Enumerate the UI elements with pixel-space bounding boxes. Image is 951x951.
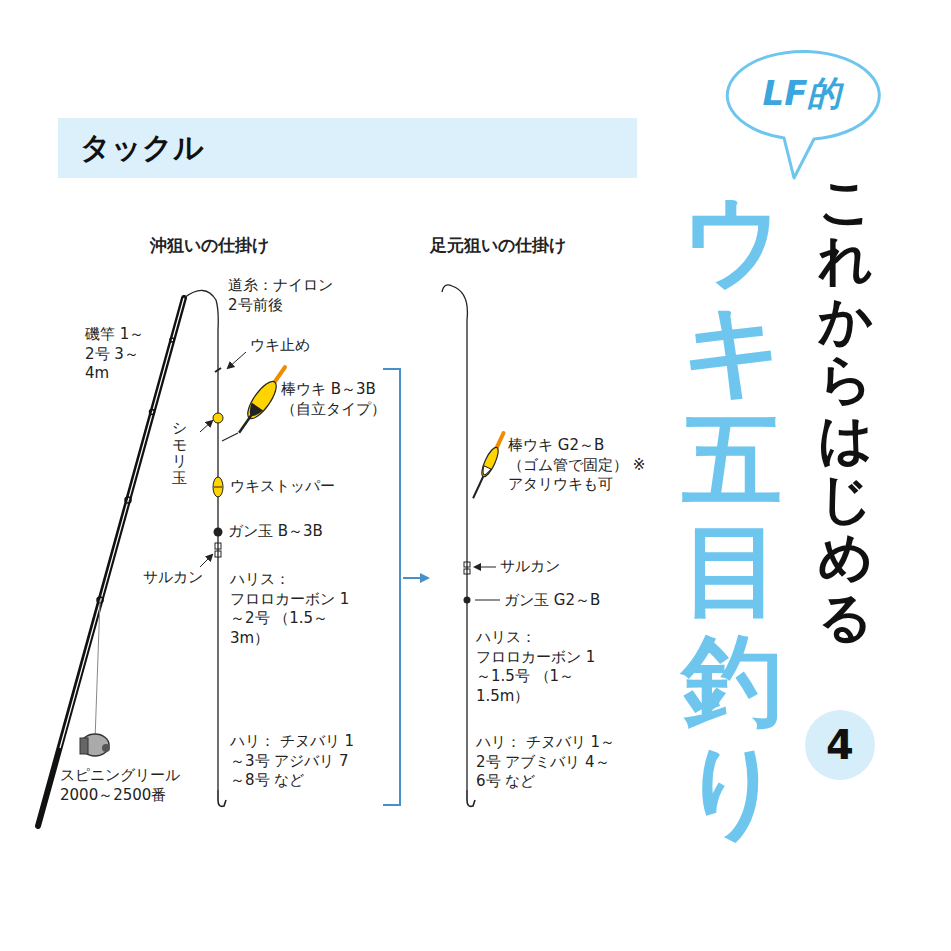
rod-label: 磯竿 1～2号 3～4m bbox=[85, 325, 147, 384]
speech-bubble: LF的 bbox=[724, 50, 880, 142]
sinker-label: ガン玉 B～3B bbox=[228, 522, 323, 542]
rig-heading: 沖狙いの仕掛け bbox=[150, 234, 269, 256]
line-label: 道糸：ナイロン 2号前後 bbox=[228, 276, 348, 315]
hook-label: ハリ： チヌバリ 1～2号 アブミバリ 4～6号 など bbox=[476, 733, 626, 792]
node-text: LF的 bbox=[763, 71, 842, 117]
bead-label: シモリ玉 bbox=[172, 420, 187, 486]
section-band-outline bbox=[58, 118, 637, 178]
reel-label: スピニングリール 2000～2500番 bbox=[60, 766, 210, 805]
hook-label: ハリ： チヌバリ 1～3号 アジバリ 7～8号 など bbox=[230, 732, 358, 791]
leader-label: ハリス： フロロカーボン 1～2号 （1.5～3m） bbox=[230, 570, 358, 648]
rig-heading: 足元狙いの仕掛け bbox=[430, 234, 566, 256]
stopper-label: ウキ止め bbox=[250, 336, 310, 356]
node-text: 4 bbox=[826, 722, 854, 768]
main-title: ウキ五目釣り bbox=[682, 186, 782, 846]
swivel-label: サルカン bbox=[143, 568, 203, 588]
node-text: タックル bbox=[80, 128, 204, 169]
stopper-label: ウキストッパー bbox=[230, 477, 335, 497]
number-circle-outline bbox=[805, 710, 875, 780]
swivel-label: サルカン bbox=[500, 557, 560, 577]
float-label: 棒ウキ G2～B （ゴム管で固定） ※アタリウキも可 bbox=[508, 436, 648, 495]
speech-bubble-outline bbox=[727, 51, 879, 178]
section-band: タックル bbox=[58, 118, 637, 178]
sinker-label: ガン玉 G2～B bbox=[504, 591, 600, 611]
float-label: 棒ウキ B～3B （自立タイプ） bbox=[281, 380, 393, 419]
leader-label: ハリス： フロロカーボン 1～1.5号 （1～1.5m） bbox=[476, 628, 606, 706]
number-circle: 4 bbox=[805, 710, 875, 780]
title-column: これからはじめる bbox=[818, 172, 872, 647]
